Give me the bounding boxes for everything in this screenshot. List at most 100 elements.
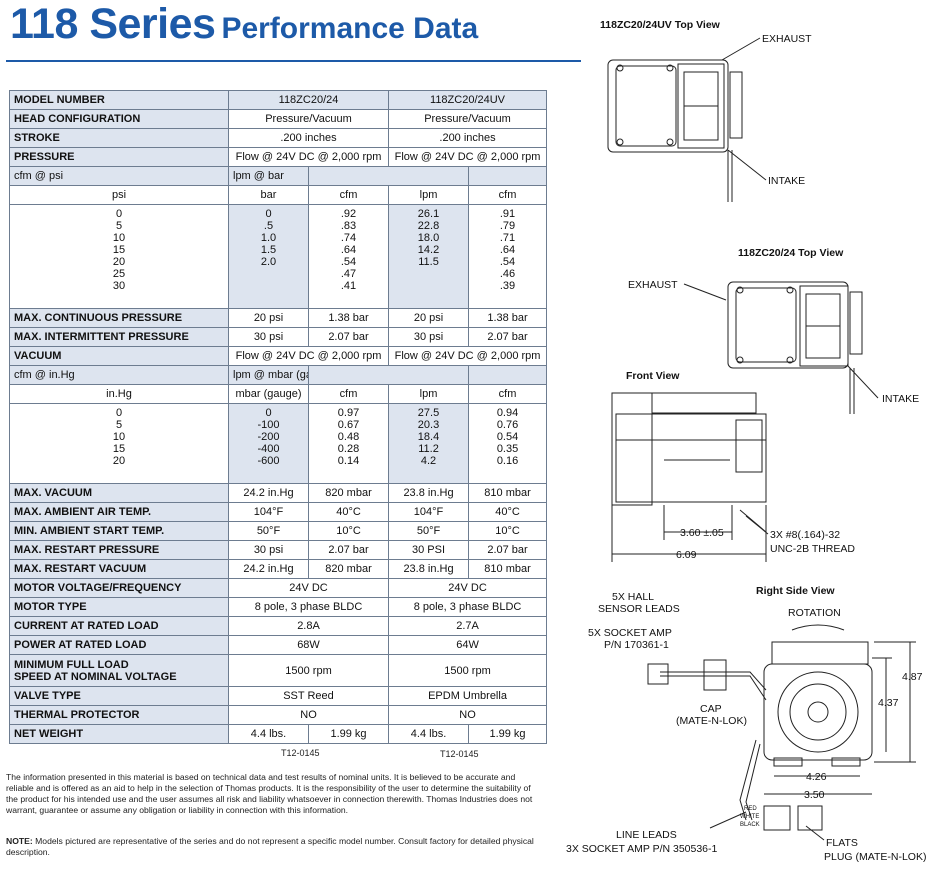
model-number-label: MODEL NUMBER bbox=[9, 90, 229, 110]
row-value: 810 mbar bbox=[468, 483, 548, 503]
right-hall-1: 5X HALL bbox=[612, 591, 654, 603]
vacuum-cfm-a-values: 0.97 0.67 0.48 0.28 0.14 bbox=[307, 403, 390, 484]
right-rotation: ROTATION bbox=[788, 607, 841, 619]
right-plug: PLUG (MATE-N-LOK) bbox=[824, 851, 926, 863]
pressure-psi-values: 0 5 10 15 20 25 30 bbox=[9, 204, 229, 309]
table-number-b: T12-0145 bbox=[440, 749, 479, 759]
row-value-b: 2.7A bbox=[388, 616, 548, 636]
row-label: MAX. VACUUM bbox=[9, 483, 229, 503]
title-series: 118 Series bbox=[10, 0, 216, 48]
row-value: 30 psi bbox=[228, 540, 309, 560]
row-value: 2.07 bar bbox=[468, 327, 548, 347]
vacuum-col-inhg: in.Hg bbox=[9, 384, 229, 404]
row-value: 2.07 bar bbox=[468, 540, 548, 560]
row-value-a: Pressure/Vacuum bbox=[227, 109, 390, 129]
title-subtitle: Performance Data bbox=[221, 12, 479, 45]
net-weight-label: NET WEIGHT bbox=[9, 724, 229, 744]
row-value-a: NO bbox=[227, 705, 390, 725]
row-label: MOTOR VOLTAGE/FREQUENCY bbox=[9, 578, 229, 598]
row-label: MIN. AMBIENT START TEMP. bbox=[9, 521, 229, 541]
right-socket-2: P/N 170361-1 bbox=[604, 639, 669, 651]
right-line-leads-1: LINE LEADS bbox=[616, 829, 677, 841]
row-value: 23.8 in.Hg bbox=[388, 483, 470, 503]
row-value-a: 24V DC bbox=[227, 578, 390, 598]
front-thread-2: UNC-2B THREAD bbox=[770, 543, 855, 555]
front-view-title: Front View bbox=[626, 370, 680, 382]
blank-cell bbox=[307, 166, 470, 186]
row-value: 4.4 lbs. bbox=[388, 724, 470, 744]
pressure-col-lpm-a: lpm bbox=[388, 185, 470, 205]
right-dim-426: 4.26 bbox=[806, 771, 827, 783]
row-label: THERMAL PROTECTOR bbox=[9, 705, 229, 725]
pressure-bar-values: 0 .5 1.0 1.5 2.0 bbox=[228, 204, 309, 309]
row-label: HEAD CONFIGURATION bbox=[9, 109, 229, 129]
table-row: psibarcfmlpmcfmlpm bbox=[9, 185, 548, 205]
row-value-a: 2.8A bbox=[227, 616, 390, 636]
front-thread-1: 3X #8(.164)-32 bbox=[770, 529, 840, 541]
row-value: 20 psi bbox=[228, 308, 309, 328]
row-value-b: 24V DC bbox=[388, 578, 548, 598]
row-value-b: Pressure/Vacuum bbox=[388, 109, 548, 129]
row-value-a: Flow @ 24V DC @ 2,000 rpm bbox=[227, 147, 390, 167]
row-value-a: .200 inches bbox=[227, 128, 390, 148]
row-value: 24.2 in.Hg bbox=[228, 483, 309, 503]
uv-exhaust-label: EXHAUST bbox=[762, 33, 812, 45]
vacuum-value-a: Flow @ 24V DC @ 2,000 rpm bbox=[227, 346, 390, 366]
title-rule bbox=[6, 60, 581, 62]
row-value: 40°C bbox=[307, 502, 390, 522]
right-view-title: Right Side View bbox=[756, 585, 835, 597]
row-value-a: SST Reed bbox=[227, 686, 390, 706]
table-row: STROKE.200 inches.200 inches bbox=[9, 128, 548, 148]
row-value-b: 8 pole, 3 phase BLDC bbox=[388, 597, 548, 617]
vacuum-inhg-values: 0 5 10 15 20 bbox=[9, 403, 229, 484]
row-value-b: EPDM Umbrella bbox=[388, 686, 548, 706]
pressure-units-a: cfm @ psi bbox=[9, 166, 229, 186]
row-value-b: Flow @ 24V DC @ 2,000 rpm bbox=[388, 147, 548, 167]
row-value-b: NO bbox=[388, 705, 548, 725]
right-cap-1: CAP bbox=[700, 703, 722, 715]
top-intake-label: INTAKE bbox=[882, 393, 919, 405]
row-value: 2.07 bar bbox=[307, 540, 390, 560]
vacuum-value-b: Flow @ 24V DC @ 2,000 rpm bbox=[388, 346, 548, 366]
row-value: 10°C bbox=[307, 521, 390, 541]
row-label: MAX. AMBIENT AIR TEMP. bbox=[9, 502, 229, 522]
top-view-drawing bbox=[727, 281, 863, 414]
blank-cell bbox=[468, 166, 548, 186]
row-value: 810 mbar bbox=[468, 559, 548, 579]
min-full-load-line1: MINIMUM FULL LOAD bbox=[14, 658, 129, 671]
row-label: CURRENT AT RATED LOAD bbox=[9, 616, 229, 636]
pressure-units-b: lpm @ bar bbox=[228, 166, 309, 186]
uv-intake-label: INTAKE bbox=[768, 175, 805, 187]
row-value-a: 8 pole, 3 phase BLDC bbox=[227, 597, 390, 617]
min-full-load-b: 1500 rpm bbox=[388, 654, 548, 687]
row-label: VALVE TYPE bbox=[9, 686, 229, 706]
drawings: 118ZC20/24UV Top View EXHAUST INTAKE 118… bbox=[566, 19, 926, 863]
row-label: MOTOR TYPE bbox=[9, 597, 229, 617]
row-value-a: 68W bbox=[227, 635, 390, 655]
row-value: 1.99 kg bbox=[468, 724, 548, 744]
row-value: 2.07 bar bbox=[307, 327, 390, 347]
right-cap-2: (MATE-N-LOK) bbox=[676, 715, 747, 727]
row-value: 40°C bbox=[468, 502, 548, 522]
min-full-load-line2: SPEED AT NOMINAL VOLTAGE bbox=[14, 670, 177, 683]
wire-black: BLACK bbox=[740, 822, 760, 828]
